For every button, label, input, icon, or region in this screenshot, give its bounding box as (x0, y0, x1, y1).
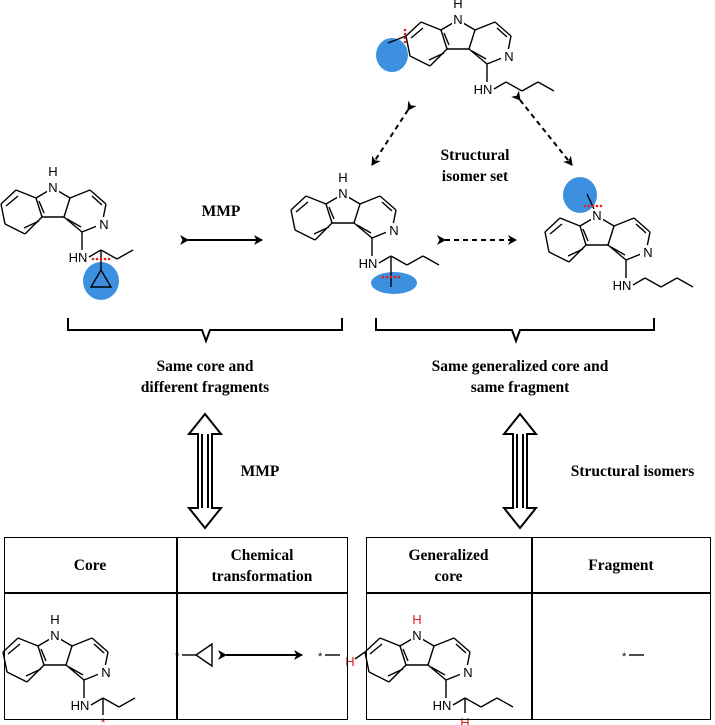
same-gen-core-label-2: same fragment (470, 379, 570, 396)
n2-atom: N (504, 49, 513, 64)
nh-atom: HN (69, 250, 88, 265)
left-table-divider (176, 537, 178, 720)
n5-atom: N (50, 628, 59, 643)
same-core-label-2: different fragments (140, 379, 270, 396)
cyclopropyl-fragment: * (175, 642, 213, 668)
right-table-gencore-header-1: Generalized (408, 547, 489, 564)
nh-atom: HN (71, 698, 90, 713)
mmp-arrow-label: MMP (240, 463, 280, 480)
n2-atom: N (389, 223, 398, 238)
right-table-header-line (366, 592, 711, 594)
n5-atom: N (453, 12, 462, 27)
svg-text:*: * (175, 651, 180, 663)
nh-atom: HN (474, 82, 493, 97)
hollow-arrow-right (501, 412, 539, 530)
n2-atom: N (643, 245, 652, 260)
n2-atom: N (463, 665, 472, 680)
methyl-fragment-right: * (622, 651, 644, 663)
n5-atom: N (592, 208, 601, 223)
right-table (366, 537, 711, 720)
molecule-right-isomer: N N HN (544, 177, 694, 293)
h-branch: H (460, 715, 469, 725)
n5-atom: N (48, 180, 57, 195)
n2-atom: N (101, 665, 110, 680)
highlight-n-methyl (563, 177, 597, 213)
hollow-arrow-left (186, 412, 224, 530)
same-core-label-1: Same core and (156, 358, 254, 375)
same-gen-core-label-1: Same generalized core and (431, 358, 609, 375)
brace-right (375, 318, 655, 344)
brace-left (67, 318, 343, 344)
right-table-fragment-header: Fragment (588, 557, 654, 574)
structural-isomers-arrow-label: Structural isomers (570, 463, 695, 480)
mmp-top-label: MMP (201, 203, 241, 220)
right-table-divider (531, 537, 533, 720)
structural-label-line1: Structural (440, 147, 510, 164)
left-table-core-header: Core (73, 557, 107, 574)
n5-hydrogen: H (412, 612, 421, 627)
dashed-arrow-top-left (371, 100, 417, 166)
highlight-methyl-branch (371, 272, 417, 294)
h-c7: H (345, 654, 354, 669)
n5-hydrogen: H (48, 164, 57, 179)
highlight-methyl-c7 (376, 38, 408, 72)
n5-atom: N (338, 186, 347, 201)
left-table-transformation-header-1: Chemical (230, 547, 294, 564)
svg-text:*: * (622, 651, 627, 663)
n5-hydrogen: H (453, 0, 462, 11)
n5-atom: N (412, 628, 421, 643)
n5-hydrogen: H (338, 170, 347, 185)
left-table-transformation-header-2: transformation (211, 568, 313, 585)
highlight-cyclopropyl (83, 262, 119, 300)
n2-atom: N (99, 217, 108, 232)
n5-hydrogen: H (50, 612, 59, 627)
structural-label-line2: isomer set (441, 168, 509, 185)
left-table-header-line (4, 592, 348, 594)
svg-text:*: * (318, 651, 323, 663)
attachment-star: * (100, 715, 105, 725)
nh-atom: HN (359, 256, 378, 271)
nh-atom: HN (433, 698, 452, 713)
right-table-gencore-header-2: core (434, 568, 463, 585)
dashed-arrow-top-right (511, 90, 573, 166)
nh-atom: HN (613, 278, 632, 293)
methyl-fragment-left: * (318, 651, 340, 663)
